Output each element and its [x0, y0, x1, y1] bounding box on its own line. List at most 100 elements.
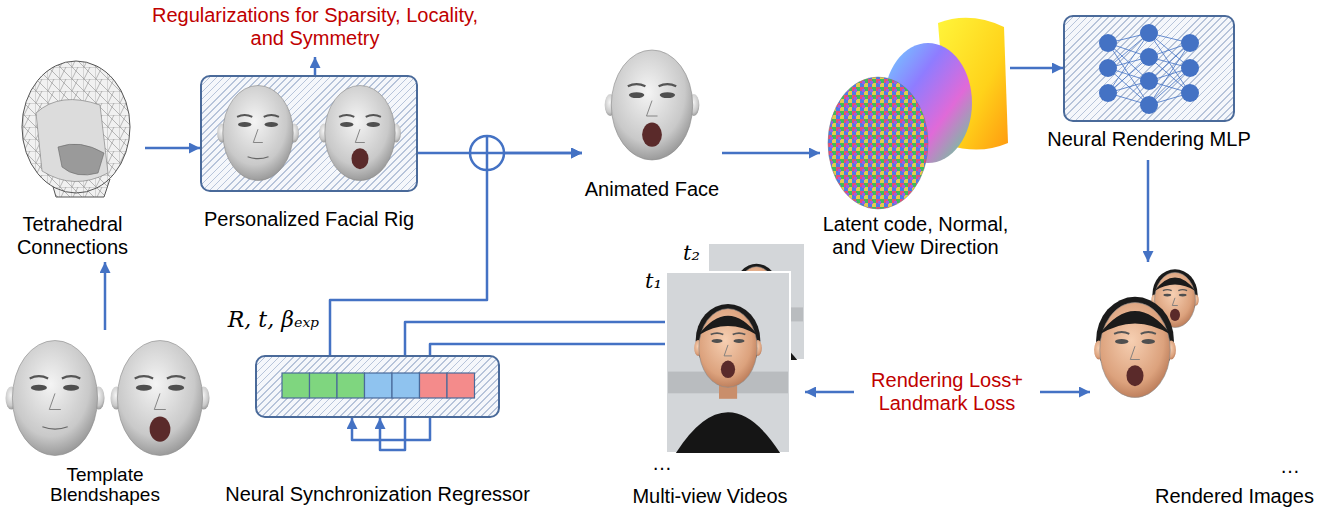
- illustration-rect: [282, 373, 310, 398]
- feature-figure: Latent code, Normal, and View Direction: [820, 15, 1010, 265]
- illustration-ellipse: [1115, 339, 1128, 344]
- illustration-ellipse: [699, 309, 757, 388]
- illustration-path: [1172, 298, 1178, 306]
- illustration-circle: [1140, 48, 1158, 66]
- illustration-path: [1154, 277, 1196, 291]
- sum-cross: [470, 136, 504, 170]
- regularization-note: Regularizations for Sparsity, Locality, …: [150, 4, 480, 50]
- illustration-path: [676, 412, 780, 453]
- illustration-rect: [447, 373, 475, 398]
- render-figure: Rendered Images: [1090, 262, 1190, 410]
- illustration-ellipse: [660, 92, 675, 98]
- illustration: [200, 75, 418, 192]
- illustration-ellipse: [1142, 339, 1155, 344]
- illustration-ellipse: [1100, 303, 1170, 398]
- connector-arrow: [1147, 160, 1150, 262]
- illustration-path: [154, 393, 166, 409]
- illustration-ellipse: [136, 385, 152, 391]
- illustration-rect: [337, 373, 365, 398]
- illustration-path: [628, 84, 676, 86]
- regressor-panel: Neural Synchronization Regressor: [255, 355, 500, 418]
- node-caption: Latent code, Normal, and View Direction: [808, 213, 1023, 259]
- illustration-ellipse: [1170, 309, 1180, 321]
- illustration-path: [58, 144, 104, 175]
- node-caption: Tetrahedral Connections: [0, 213, 145, 259]
- illustration-ellipse: [31, 385, 47, 391]
- illustration-path: [647, 101, 658, 116]
- illustration-ellipse: [828, 77, 928, 209]
- connector-arrow: [104, 262, 107, 330]
- illustration-circle: [1099, 59, 1117, 77]
- time-label: t₂: [683, 242, 700, 265]
- node-caption: Animated Face: [572, 178, 732, 201]
- illustration-ellipse: [22, 61, 130, 193]
- illustration-path: [1099, 311, 1171, 335]
- illustration-ellipse: [325, 86, 395, 181]
- illustration-ellipse: [1163, 294, 1171, 297]
- illustration-ellipse: [223, 86, 293, 181]
- illustration-path: [698, 316, 758, 336]
- illustration-path: [248, 157, 269, 159]
- connector-arrow: [1010, 67, 1063, 70]
- illustration-ellipse: [712, 339, 723, 343]
- illustration: [820, 15, 1010, 211]
- illustration: [255, 355, 500, 418]
- illustration-ellipse: [168, 385, 184, 391]
- node-caption: Multi-view Videos: [610, 485, 810, 508]
- illustration-ellipse: [265, 122, 278, 127]
- illustration: [0, 330, 215, 460]
- illustration: [1063, 15, 1235, 122]
- illustration-ellipse: [1127, 365, 1144, 386]
- illustration-circle: [1099, 34, 1117, 52]
- mlp-panel: Neural Rendering MLP: [1063, 15, 1235, 160]
- illustration-path: [711, 333, 746, 335]
- illustration-path: [724, 345, 732, 356]
- sum-symbol: [470, 136, 504, 170]
- illustration-path: [1163, 290, 1187, 291]
- illustration-ellipse: [117, 341, 202, 456]
- illustration-ellipse: [642, 123, 662, 147]
- illustration-circle: [1140, 96, 1158, 114]
- illustration-ellipse: [611, 50, 692, 160]
- connector-arrow: [380, 322, 666, 450]
- illustration: [582, 35, 722, 175]
- rig-panel: Personalized Facial Rig: [200, 75, 418, 192]
- edge-label: Rendering Loss+ Landmark Loss: [854, 369, 1040, 415]
- illustration-circle: [1181, 34, 1199, 52]
- video-figure: Multi-view Videos: [666, 243, 805, 453]
- node-caption: Template Blendshapes: [40, 465, 170, 505]
- ellipsis-mark: …: [1280, 455, 1300, 477]
- illustration-path: [339, 115, 381, 117]
- illustration-ellipse: [734, 339, 745, 343]
- illustration-ellipse: [629, 92, 644, 98]
- illustration-circle: [1181, 84, 1199, 102]
- illustration-ellipse: [150, 417, 171, 442]
- illustration-ellipse: [12, 341, 97, 456]
- illustration: [1090, 262, 1190, 410]
- illustration-ellipse: [63, 385, 79, 391]
- connector-arrow: [722, 152, 820, 155]
- face-figure: Animated Face: [582, 35, 722, 205]
- illustration-path: [30, 376, 81, 378]
- leader-arrow: [314, 57, 317, 75]
- illustration-ellipse: [367, 122, 380, 127]
- illustration-rect: [666, 272, 790, 453]
- illustration-path: [1130, 346, 1140, 359]
- illustration-rect: [420, 373, 448, 398]
- illustration-circle: [1140, 72, 1158, 90]
- illustration-path: [42, 427, 67, 429]
- edge-label: R, t, βₑₓₚ: [225, 307, 322, 332]
- illustration-ellipse: [721, 361, 735, 378]
- illustration-ellipse: [340, 122, 353, 127]
- blendshape-figure: Template Blendshapes: [0, 330, 215, 508]
- connector-arrow: [145, 147, 200, 150]
- illustration-path: [253, 129, 262, 142]
- illustration-path: [1114, 332, 1156, 334]
- node-caption: Rendered Images: [1152, 485, 1317, 508]
- illustration-ellipse: [238, 122, 251, 127]
- illustration: [666, 243, 805, 453]
- ellipsis-mark: …: [652, 452, 672, 474]
- time-label: t₁: [645, 270, 662, 293]
- illustration-path: [237, 115, 279, 117]
